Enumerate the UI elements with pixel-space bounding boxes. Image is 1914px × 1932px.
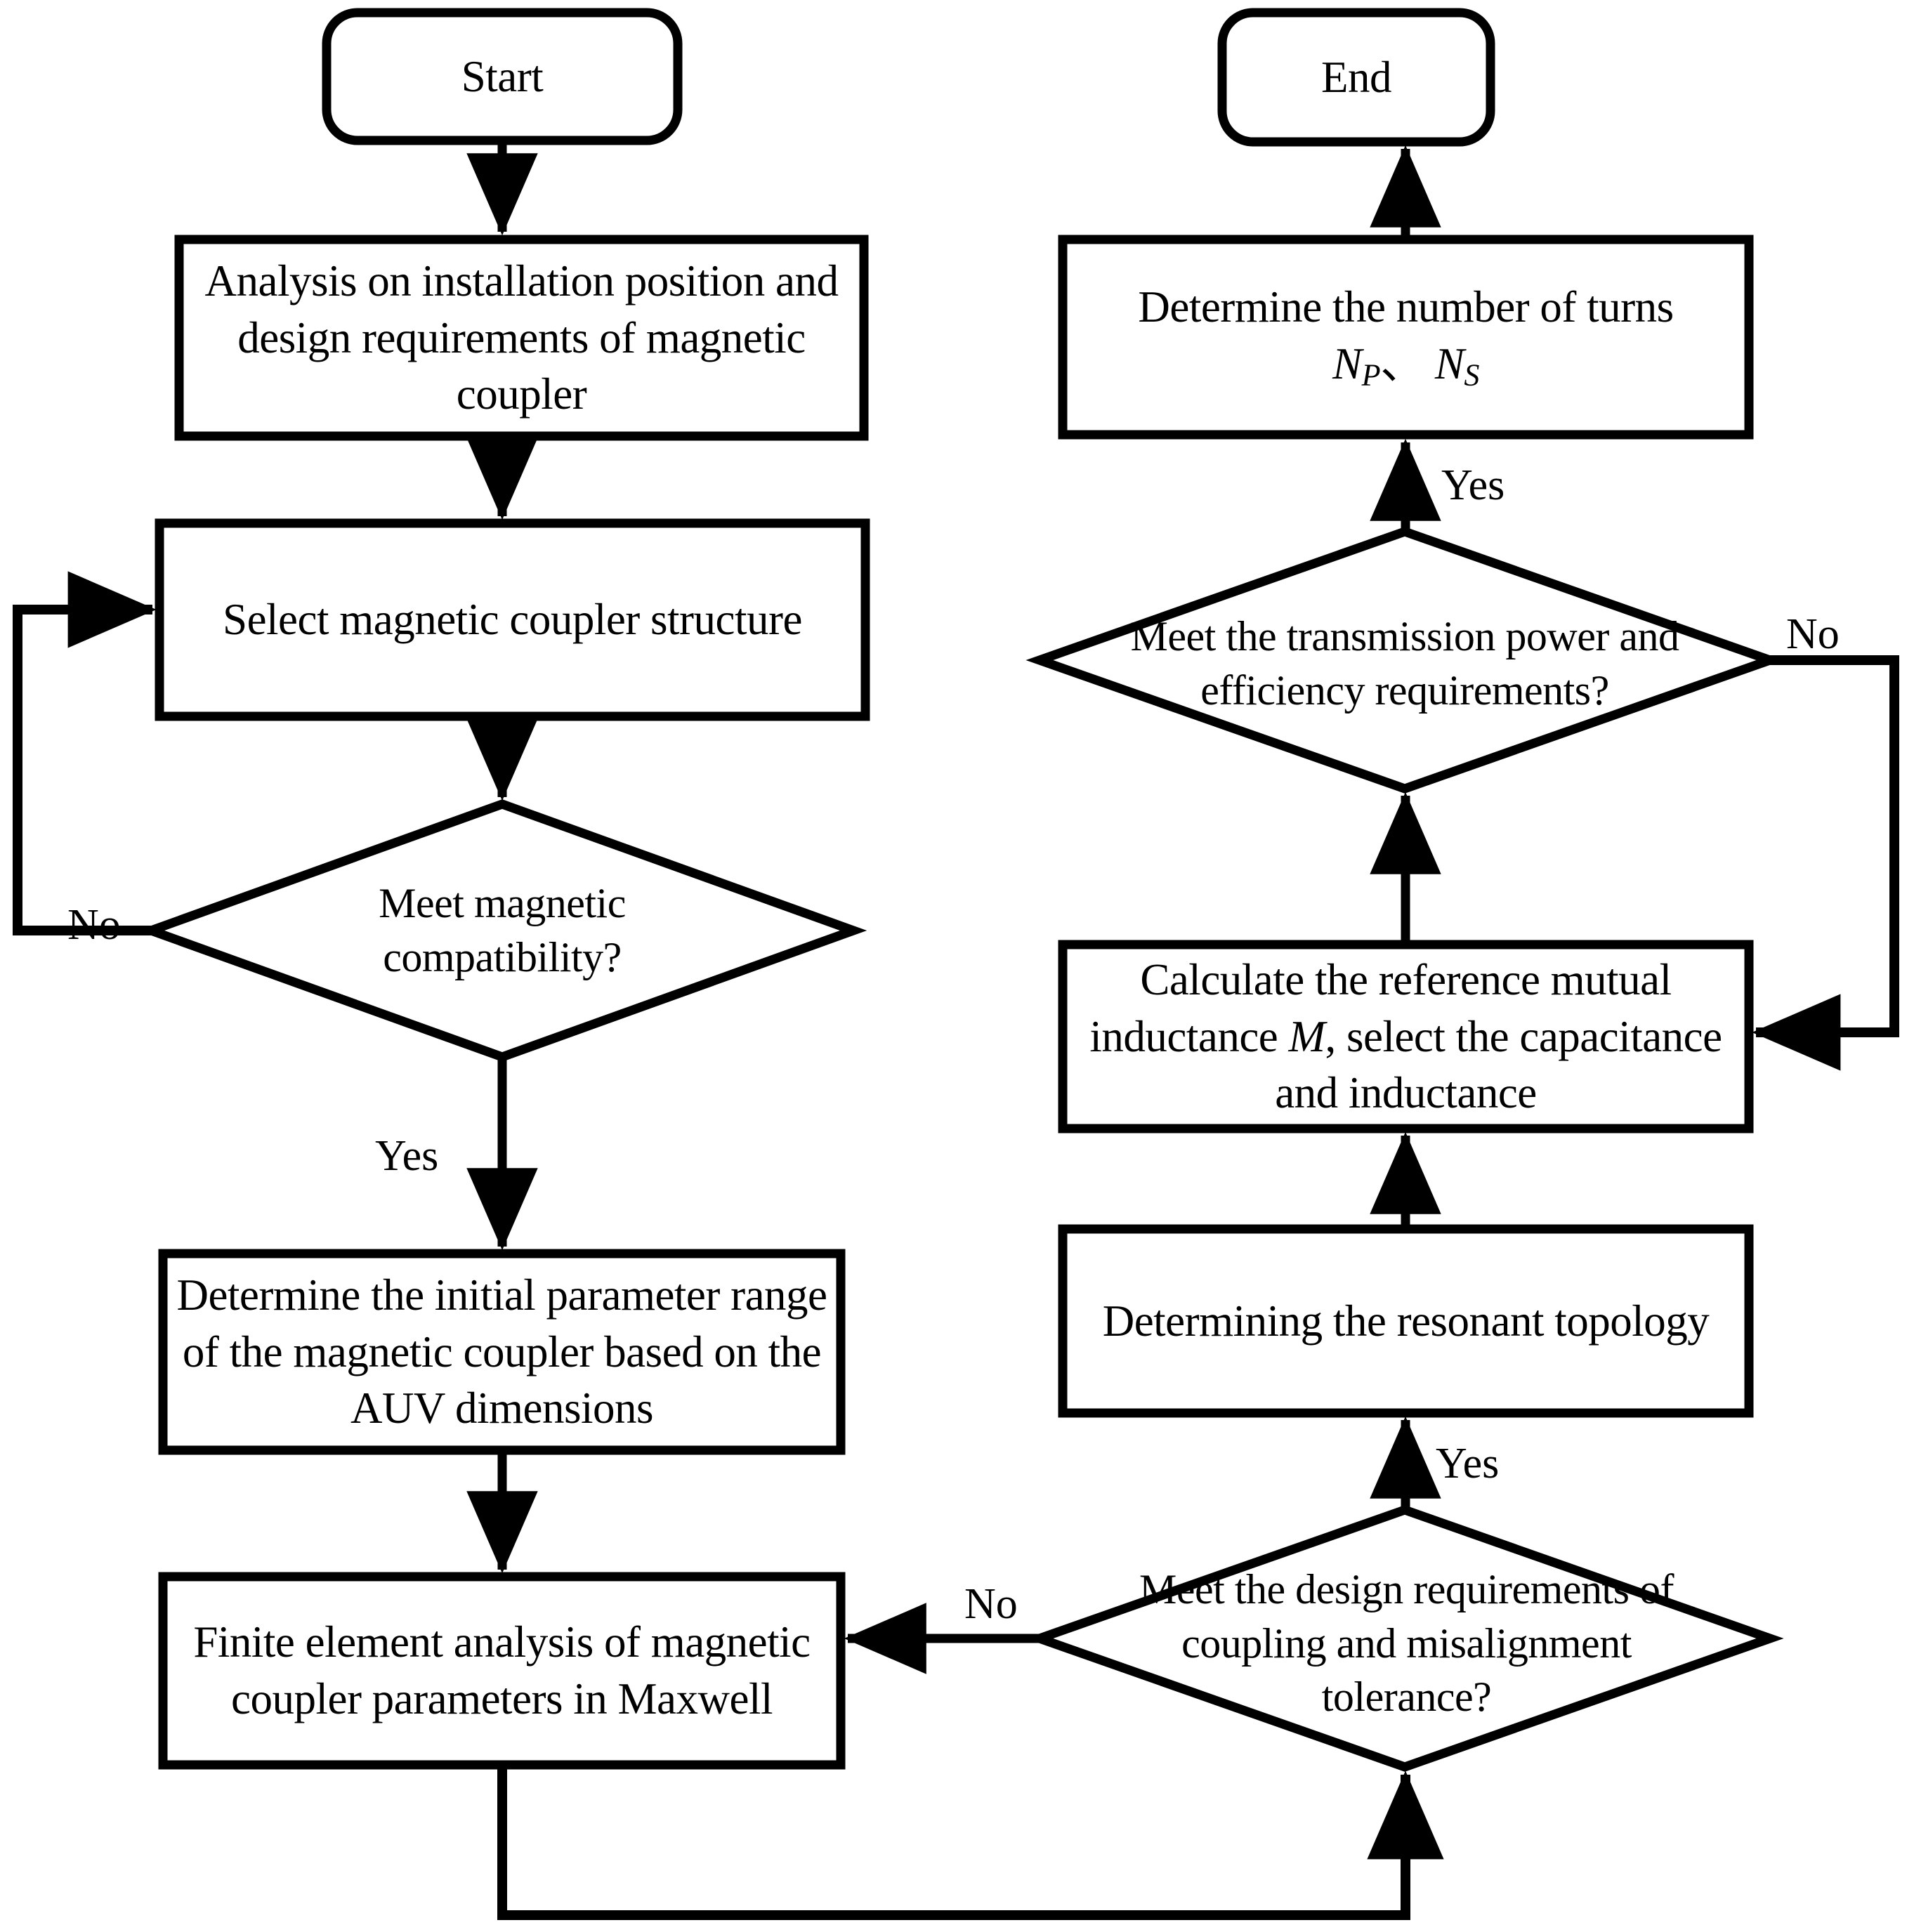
node-fea-maxwell-label: Finite element analysis of magnetic coup…	[193, 1617, 811, 1723]
edge-transmission-no-loop	[1752, 655, 1899, 1071]
edge-compat-no-loop	[13, 571, 157, 935]
node-end-label: End	[1321, 52, 1391, 102]
node-turns-sub2: S	[1464, 357, 1479, 393]
node-turns-label: Determine the number of turns NP、 NS	[1063, 279, 1749, 395]
node-resonant-topology[interactable]: Determining the resonant topology	[1063, 1229, 1749, 1413]
shape-design-req[interactable]	[1025, 1505, 1784, 1772]
shape-end[interactable]	[1217, 8, 1495, 147]
shape-initial-param[interactable]	[158, 1249, 846, 1455]
node-turns[interactable]: Determine the number of turns NP、 NS	[1063, 239, 1749, 435]
node-initial-param-label: Determine the initial parameter range of…	[176, 1270, 827, 1433]
node-mutual-inductance[interactable]: Calculate the reference mutual inductanc…	[1063, 945, 1749, 1129]
shape-fea-maxwell[interactable]	[158, 1572, 846, 1770]
node-turns-sep: 、	[1380, 339, 1424, 388]
node-mutual-post: , select the capacitance and inductance	[1275, 1011, 1722, 1118]
shape-select-structure[interactable]	[155, 518, 870, 721]
node-select-structure-label: Select magnetic coupler structure	[223, 595, 802, 645]
edge-label-design-no: No	[964, 1580, 1018, 1628]
node-design-req[interactable]: Meet the design requirements of coupling…	[1099, 1542, 1714, 1745]
node-fea-maxwell[interactable]: Finite element analysis of magnetic coup…	[163, 1577, 841, 1765]
node-start-label: Start	[461, 51, 544, 101]
shape-mutual-inductance[interactable]	[1058, 940, 1754, 1133]
shape-transmission-check[interactable]	[1025, 527, 1784, 794]
edge-label-design-yes: Yes	[1436, 1440, 1500, 1487]
node-design-req-label: Meet the design requirements of coupling…	[1139, 1565, 1674, 1721]
node-initial-param[interactable]: Determine the initial parameter range of…	[163, 1254, 841, 1450]
node-turns-var2: N	[1434, 339, 1464, 388]
node-magnetic-compat[interactable]: Meet magnetic compatibility?	[291, 860, 713, 1001]
edge-label-transmission-no: No	[1786, 610, 1840, 658]
edge-label-compat-yes: Yes	[375, 1132, 439, 1180]
node-start[interactable]: Start	[327, 13, 678, 140]
node-mutual-var: M	[1288, 1011, 1325, 1061]
edge-label-transmission-yes: Yes	[1441, 461, 1505, 509]
node-mutual-inductance-label: Calculate the reference mutual inductanc…	[1063, 952, 1749, 1122]
node-transmission-check[interactable]: Meet the transmission power and efficien…	[1110, 576, 1700, 751]
node-end[interactable]: End	[1222, 13, 1490, 142]
node-resonant-topology-label: Determining the resonant topology	[1102, 1296, 1710, 1346]
shape-turns[interactable]	[1058, 235, 1754, 440]
node-turns-line1: Determine the number of turns	[1138, 282, 1674, 332]
edge-fea-to-design-loop	[497, 1766, 1444, 1920]
shape-analysis[interactable]	[174, 235, 869, 441]
node-analysis-label: Analysis on installation position and de…	[204, 256, 839, 419]
edge-label-compat-no: No	[67, 901, 121, 949]
node-transmission-check-label: Meet the transmission power and efficien…	[1130, 613, 1680, 714]
node-magnetic-compat-label: Meet magnetic compatibility?	[379, 880, 626, 980]
node-turns-sub1: P	[1361, 357, 1381, 393]
shape-resonant-topology[interactable]	[1058, 1224, 1754, 1418]
node-select-structure[interactable]: Select magnetic coupler structure	[159, 523, 865, 716]
node-mutual-pre: Calculate the reference mutual inductanc…	[1089, 955, 1672, 1061]
node-turns-var1: N	[1332, 339, 1362, 388]
node-analysis[interactable]: Analysis on installation position and de…	[179, 239, 864, 436]
